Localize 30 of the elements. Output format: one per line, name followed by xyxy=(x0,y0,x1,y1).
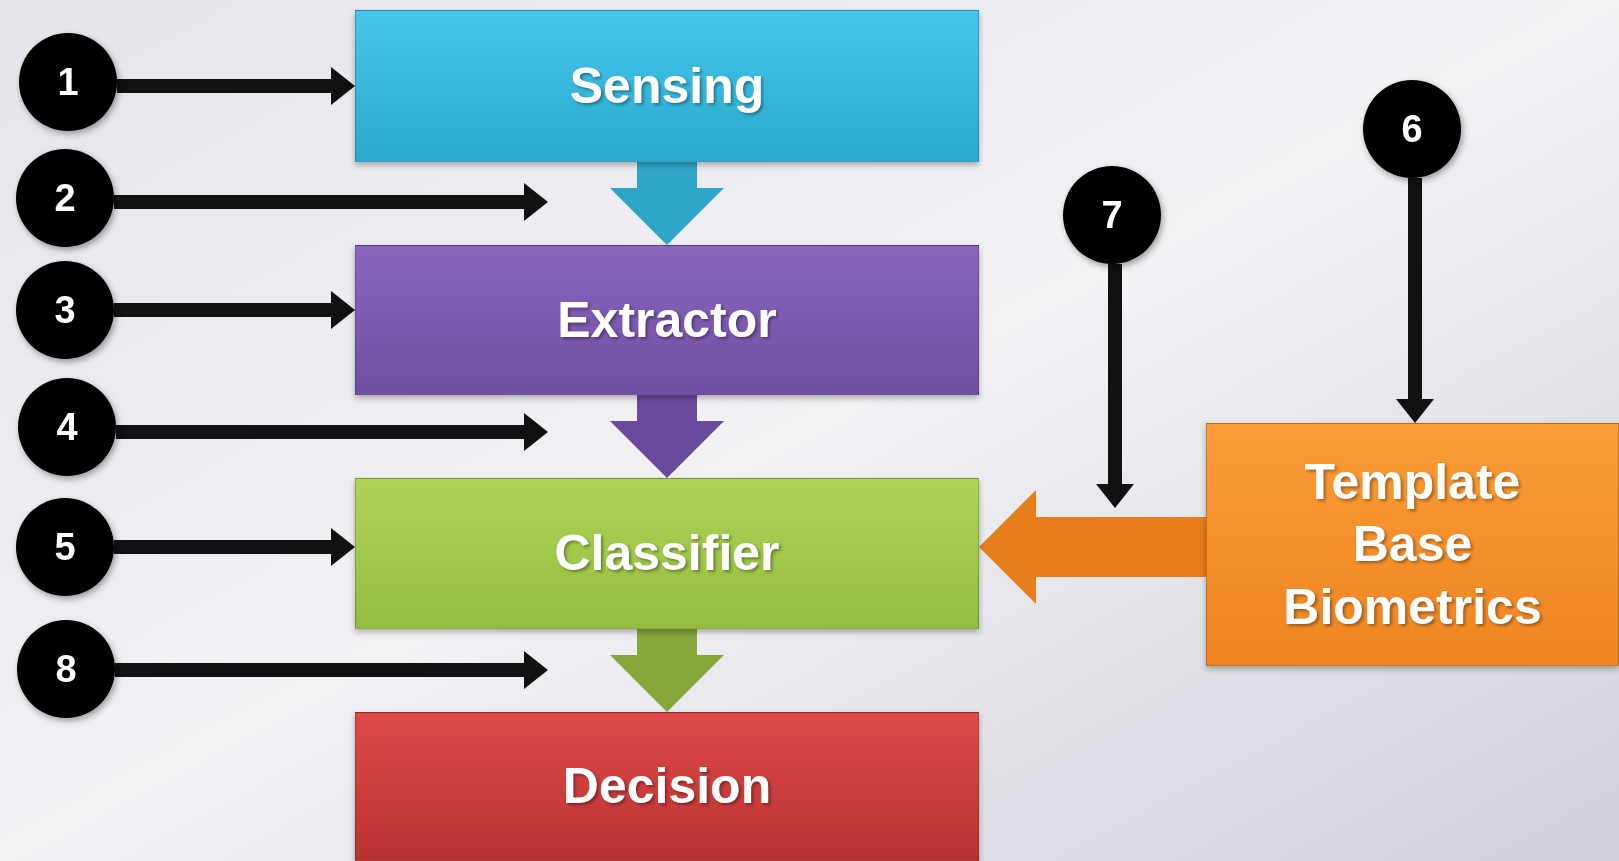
number-label: 5 xyxy=(54,528,76,566)
box-label: Sensing xyxy=(569,56,765,116)
arrow xyxy=(1396,178,1434,423)
box-label: Extractor xyxy=(557,290,777,350)
block-arrow xyxy=(610,395,724,478)
arrow xyxy=(117,67,355,105)
number-label: 3 xyxy=(54,291,76,329)
process-box xyxy=(1206,423,1619,666)
arrow xyxy=(114,528,355,566)
arrow xyxy=(1096,264,1134,508)
number-label: 7 xyxy=(1101,196,1123,234)
arrow xyxy=(114,291,355,329)
arrow xyxy=(116,413,548,451)
number-label: 6 xyxy=(1401,110,1423,148)
process-box xyxy=(355,712,979,861)
process-box xyxy=(355,245,979,395)
box-label: Decision xyxy=(562,757,772,817)
arrow xyxy=(115,651,548,689)
block-arrow xyxy=(610,162,724,245)
number-label: 1 xyxy=(57,63,79,101)
box-label: Classifier xyxy=(554,524,780,584)
process-box xyxy=(355,10,979,162)
process-box xyxy=(355,478,979,629)
block-arrow xyxy=(610,629,724,712)
number-label: 2 xyxy=(54,179,76,217)
box-label: Template Base Biometrics xyxy=(1282,452,1543,637)
arrow xyxy=(114,183,548,221)
block-arrow xyxy=(979,490,1206,604)
number-label: 8 xyxy=(55,650,77,688)
number-label: 4 xyxy=(56,408,78,446)
